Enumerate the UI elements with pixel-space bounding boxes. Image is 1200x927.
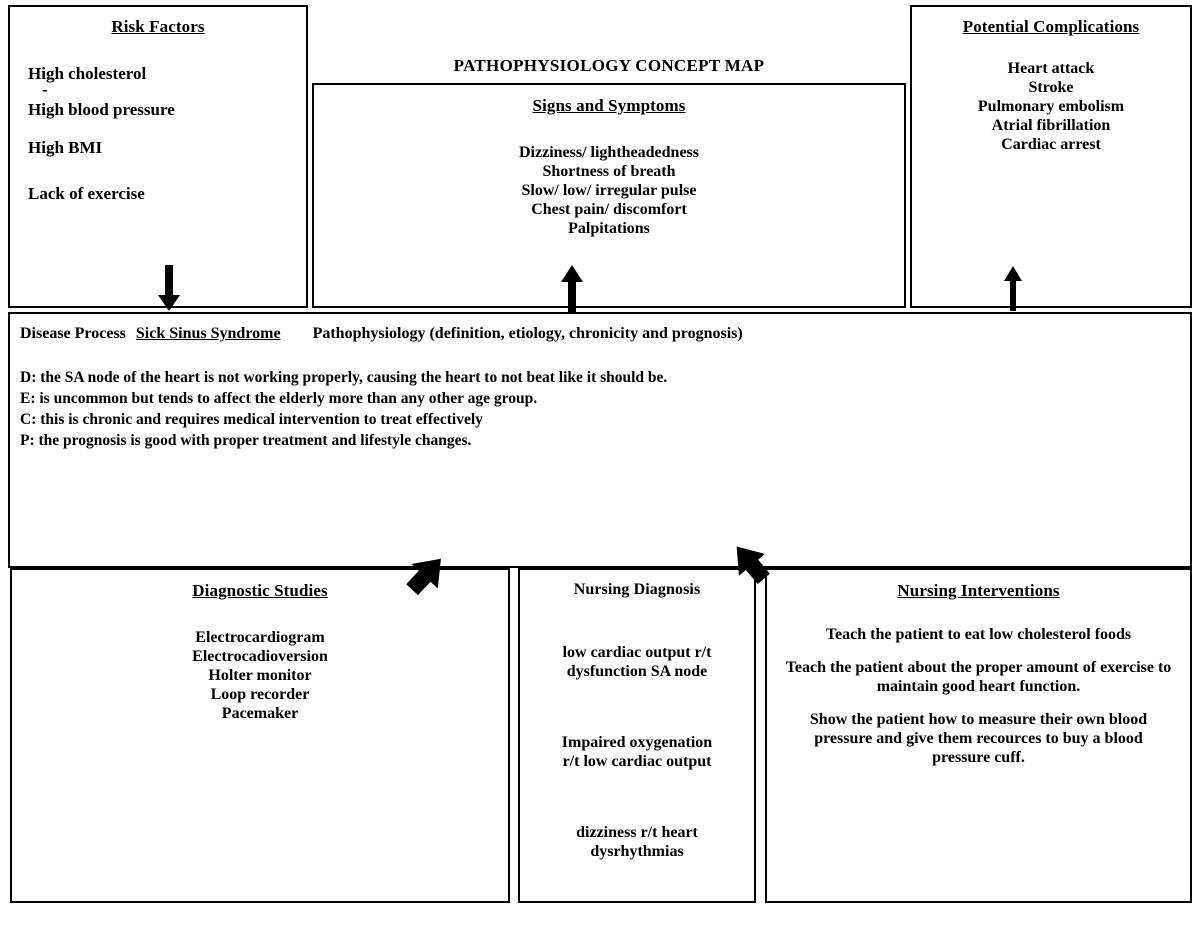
sign-symptom-item: Chest pain/ discomfort — [531, 201, 687, 218]
arrow-disease-to-interventions-icon — [725, 538, 781, 594]
potential-complications-title: Potential Complications — [962, 17, 1140, 36]
nursing-interventions-title: Nursing Interventions — [897, 581, 1060, 600]
diagnostic-studies-title: Diagnostic Studies — [192, 581, 328, 600]
risk-factor-item: High cholesterol — [28, 64, 147, 83]
risk-factors-box: Risk Factors High cholesterol - High blo… — [8, 5, 308, 308]
risk-factor-item: - — [42, 80, 48, 99]
disease-process-line: D: the SA node of the heart is not worki… — [20, 369, 668, 386]
diagnostic-study-item: Pacemaker — [221, 705, 299, 722]
disease-process-box: Disease Process Sick Sinus Syndrome Path… — [8, 312, 1192, 568]
signs-and-symptoms-title: Signs and Symptoms — [532, 96, 686, 115]
diagnostic-study-item: Electrocardiogram — [195, 629, 325, 646]
disease-process-header: Disease Process Sick Sinus Syndrome Path… — [10, 325, 1190, 343]
spacer — [520, 790, 754, 804]
nursing-intervention-item: Teach the patient to eat low cholesterol… — [825, 626, 1132, 643]
sign-symptom-item: Palpitations — [568, 220, 650, 237]
disease-process-line: C: this is chronic and requires medical … — [20, 411, 483, 428]
disease-process-label: Disease Process — [20, 325, 126, 342]
complication-item: Cardiac arrest — [1001, 136, 1101, 153]
spacer — [520, 700, 754, 714]
sign-symptom-item: Dizziness/ lightheadedness — [518, 144, 699, 161]
nursing-diagnosis-item: Impaired oxygenation r/t low cardiac out… — [561, 734, 713, 770]
nursing-diagnosis-box: Nursing Diagnosis low cardiac output r/t… — [518, 568, 756, 903]
disease-process-line: P: the prognosis is good with proper tre… — [20, 432, 472, 449]
diagnostic-study-item: Holter monitor — [208, 667, 312, 684]
nursing-interventions-box: Nursing Interventions Teach the patient … — [765, 568, 1192, 903]
complication-item: Stroke — [1028, 79, 1074, 96]
spacer — [785, 696, 1172, 710]
diagnostic-study-item: Loop recorder — [210, 686, 310, 703]
complication-item: Heart attack — [1007, 60, 1095, 77]
arrow-disease-to-complications-icon — [1003, 266, 1023, 312]
disease-process-line: E: is uncommon but tends to affect the e… — [20, 390, 538, 407]
arrow-disease-to-signs-icon — [560, 265, 584, 313]
nursing-intervention-item: Show the patient how to measure their ow… — [809, 711, 1148, 766]
disease-name: Sick Sinus Syndrome — [135, 325, 281, 342]
risk-factors-title: Risk Factors — [111, 17, 205, 36]
potential-complications-box: Potential Complications Heart attack Str… — [910, 5, 1192, 308]
nursing-intervention-item: Teach the patient about the proper amoun… — [785, 659, 1172, 695]
nursing-diagnosis-item: dizziness r/t heart dysrhythmias — [576, 824, 698, 860]
complication-item: Pulmonary embolism — [977, 98, 1125, 115]
nursing-diagnosis-item: low cardiac output r/t dysfunction SA no… — [562, 644, 712, 680]
risk-factor-item: Lack of exercise — [28, 184, 145, 203]
arrow-risk-to-disease-icon — [157, 265, 181, 313]
nursing-diagnosis-title: Nursing Diagnosis — [573, 581, 701, 598]
disease-process-subheading: Pathophysiology (definition, etiology, c… — [312, 325, 743, 342]
diagnostic-studies-box: Diagnostic Studies Electrocardiogram Ele… — [10, 568, 510, 903]
sign-symptom-item: Slow/ low/ irregular pulse — [521, 182, 697, 199]
signs-and-symptoms-box: Signs and Symptoms Dizziness/ lightheade… — [312, 83, 906, 308]
complication-item: Atrial fibrillation — [991, 117, 1111, 134]
arrow-disease-to-diagnostics-icon — [395, 552, 451, 604]
spacer — [785, 644, 1172, 658]
map-title: PATHOPHYSIOLOGY CONCEPT MAP — [453, 56, 765, 75]
diagnostic-study-item: Electrocadioversion — [192, 648, 328, 665]
risk-factor-item: High BMI — [28, 138, 103, 157]
sign-symptom-item: Shortness of breath — [542, 163, 676, 180]
risk-factor-item: High blood pressure — [28, 100, 175, 119]
